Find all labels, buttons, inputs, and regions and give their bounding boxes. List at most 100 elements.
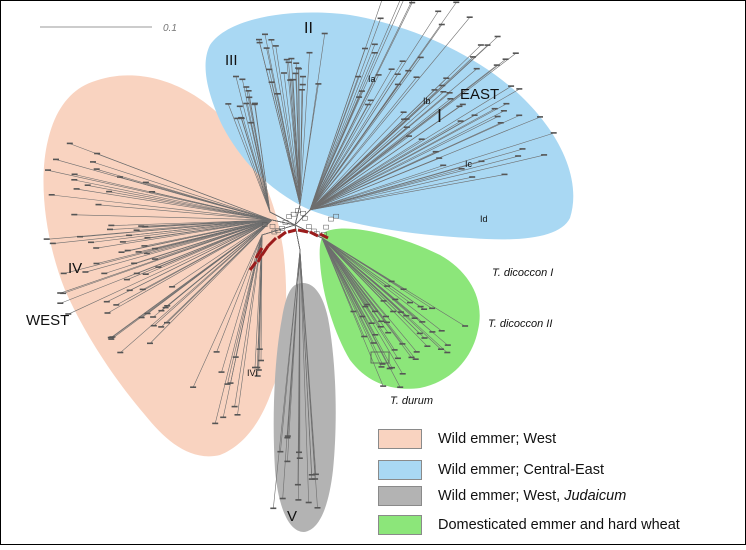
leaf-tag: [243, 102, 250, 105]
legend-label-central-east: Wild emmer; Central-East: [438, 462, 604, 478]
leaf-tag: [266, 68, 272, 71]
leaf-tag: [502, 58, 509, 60]
label-group-V: V: [287, 508, 297, 525]
highlighted-edge: [277, 230, 287, 240]
leaf-tag: [440, 91, 447, 93]
leaf-tag: [516, 114, 523, 117]
leaf-tag: [501, 173, 508, 176]
leaf-tag: [444, 344, 451, 346]
leaf-tag: [292, 72, 299, 75]
leaf-tag: [413, 351, 420, 353]
leaf-tag: [380, 385, 387, 387]
leaf-tag: [299, 83, 306, 86]
leaf-tag: [419, 321, 426, 323]
leaf-tag: [380, 300, 387, 302]
leaf-tag: [224, 383, 231, 385]
leaf-tags: [43, 1, 557, 510]
leaf-tag: [113, 304, 120, 306]
leaf-tag: [362, 305, 369, 308]
legend-label-domesticated: Domesticated emmer and hard wheat: [438, 517, 680, 533]
label-t-durum: T. durum: [390, 395, 433, 407]
reticulation-box: [269, 224, 276, 229]
leaf-tag: [432, 150, 439, 153]
leaf-tag: [57, 302, 64, 304]
leaf-tag: [462, 325, 469, 327]
leaf-tag: [471, 114, 478, 116]
leaf-tag: [245, 90, 252, 92]
leaf-tag: [103, 300, 110, 303]
leaf-tag: [388, 280, 395, 283]
leaf-tag: [233, 75, 239, 78]
leaf-tag: [399, 373, 406, 375]
leaf-tag: [512, 52, 519, 54]
leaf-tag: [135, 251, 142, 253]
leaf-tag: [459, 103, 466, 106]
leaf-tag: [65, 313, 72, 315]
label-subgroup-Ia: Ia: [368, 74, 376, 84]
leaf-tag: [93, 247, 100, 249]
label-t-dicoccon-1: T. dicoccon I: [492, 267, 553, 279]
highlighted-edge: [309, 230, 319, 238]
leaf-tag: [429, 331, 436, 333]
region-judaicum: [273, 283, 336, 532]
network-core: [248, 208, 339, 271]
reticulation-box: [261, 222, 268, 227]
leaf-tag: [251, 102, 258, 105]
leaf-tag: [106, 190, 113, 193]
leaf-tag: [399, 343, 406, 345]
leaf-tag: [143, 252, 150, 255]
leaf-tag: [384, 321, 390, 324]
leaf-tag: [131, 262, 138, 265]
leaf-tag: [541, 154, 548, 156]
label-subgroup-Ic: Ic: [465, 159, 473, 169]
leaf-tag: [371, 52, 378, 54]
leaf-tag: [379, 363, 386, 365]
leaf-tag: [53, 158, 59, 161]
leaf-tag: [515, 155, 522, 157]
leaf-tag: [388, 68, 395, 70]
leaf-tag: [443, 77, 450, 79]
leaf-tag: [477, 44, 484, 46]
leaf-tag: [350, 310, 357, 313]
network-branch: [222, 224, 296, 418]
leaf-tag: [438, 330, 445, 332]
label-subgroup-IVi: IVi: [247, 368, 257, 378]
leaf-tag: [367, 99, 374, 102]
leaf-tag: [49, 242, 56, 245]
leaf-tag: [71, 213, 78, 216]
leaf-tag: [378, 320, 385, 323]
leaf-tag: [108, 224, 115, 227]
leaf-tag: [390, 310, 397, 313]
leaf-tag: [384, 285, 391, 287]
leaf-tag: [364, 303, 371, 306]
legend-label-judaicum: Wild emmer; West, Judaicum: [438, 488, 626, 504]
leaf-tag: [406, 135, 412, 137]
leaf-tag: [364, 103, 371, 106]
leaf-tag: [236, 105, 243, 108]
leaf-tag: [438, 348, 444, 350]
leaf-tag: [101, 272, 108, 275]
leaf-tag: [371, 43, 378, 46]
leaf-tag: [133, 229, 140, 231]
leaf-tag: [268, 81, 275, 83]
leaf-tag: [238, 116, 245, 119]
leaf-tag: [312, 478, 319, 480]
highlighted-edge: [256, 253, 264, 263]
highlighted-edge: [254, 247, 264, 259]
reticulation-box: [282, 220, 289, 225]
leaf-tag: [94, 152, 101, 155]
legend-item-domesticated: Domesticated emmer and hard wheat: [378, 514, 680, 536]
leaf-tag: [321, 32, 328, 35]
leaf-tag: [424, 345, 431, 347]
network-branches: [46, 0, 554, 509]
leaf-tag: [263, 47, 270, 49]
leaf-tag: [268, 39, 275, 41]
leaf-tag: [417, 305, 424, 308]
leaf-tag: [71, 173, 78, 176]
leaf-tag: [162, 306, 169, 309]
leaf-tag: [251, 103, 258, 106]
leaf-tag: [315, 83, 322, 85]
leaf-tag: [519, 148, 526, 150]
